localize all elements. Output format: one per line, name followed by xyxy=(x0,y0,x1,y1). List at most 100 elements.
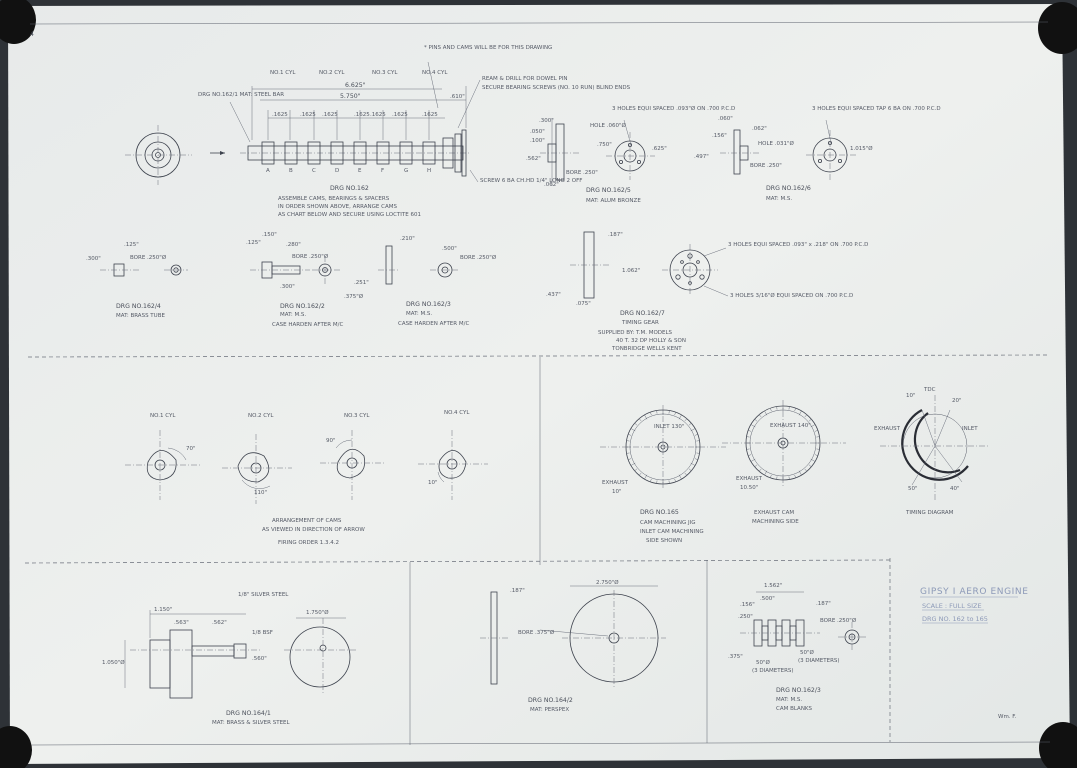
dim: .375" xyxy=(728,654,743,660)
dial-tick xyxy=(630,462,636,466)
dial-tick xyxy=(746,448,750,450)
dim: .100" xyxy=(530,138,545,144)
drg1626-plate xyxy=(720,119,856,180)
dim: .280" xyxy=(286,242,301,248)
dial-tick xyxy=(750,424,756,428)
timing-label: EXHAUST xyxy=(874,426,901,432)
timing-label: 20" xyxy=(952,398,962,404)
drg1642-mat: MAT: PERSPEX xyxy=(530,707,569,713)
drg1641-part xyxy=(124,610,356,699)
dim-spacing: .1625 xyxy=(272,112,288,118)
dial-tick xyxy=(644,474,648,480)
cam-angle: 70" xyxy=(186,446,196,452)
dim-spacing: .1625 xyxy=(422,112,438,118)
drg162-title: DRG NO.162 xyxy=(330,185,369,192)
dim: .125" xyxy=(246,240,261,246)
corner-clip xyxy=(1039,722,1077,768)
dim: .062" xyxy=(752,126,767,132)
dial-tick xyxy=(650,478,652,482)
cam-letter: H xyxy=(427,168,431,174)
timing-label: 40" xyxy=(950,486,960,492)
drg1627-holes1: 3 HOLES EQUI SPACED .093" x .218" ON .70… xyxy=(728,242,868,248)
dial-tick xyxy=(788,476,790,480)
drg162-note: ASSEMBLE CAMS, BEARINGS & SPACERS xyxy=(278,196,390,202)
dial-tick xyxy=(759,468,762,472)
dial-tick xyxy=(808,464,812,467)
drg1623-title: DRG NO.162/3 xyxy=(406,301,451,308)
dim: .156" xyxy=(740,602,755,608)
dial-tick xyxy=(770,474,772,478)
paper xyxy=(8,4,1070,764)
dim: (3 DIAMETERS) xyxy=(798,658,840,664)
note-secure: SECURE BEARING SCREWS (NO. 10 RUN) BLIND… xyxy=(482,85,631,91)
drg165-note: SIDE SHOWN xyxy=(646,538,682,544)
dial-tick xyxy=(776,476,778,480)
drg1623b-note: CAM BLANKS xyxy=(776,706,813,712)
dim: 2.750"Ø xyxy=(596,579,619,586)
corner-clip xyxy=(0,0,36,44)
dial-tick xyxy=(748,430,752,432)
dim: 1.062" xyxy=(622,268,640,274)
dial-tick xyxy=(644,414,648,420)
dial-tick xyxy=(750,458,756,462)
drg162-note: IN ORDER SHOWN ABOVE, ARRANGE CAMS xyxy=(278,204,397,210)
arrangement-note: AS VIEWED IN DIRECTION OF ARROW xyxy=(262,527,365,533)
drg1623b-blanks xyxy=(740,591,866,652)
dim: .560" xyxy=(252,656,267,662)
dim: BORE .250"Ø xyxy=(460,254,497,261)
drg1641-title: DRG NO.164/1 xyxy=(226,710,271,717)
dial-tick xyxy=(694,434,698,436)
dial-tick xyxy=(794,474,796,478)
dim-spacing: .1625 xyxy=(300,112,316,118)
cam-label: NO.3 CYL xyxy=(372,70,398,76)
cam-jig-dials xyxy=(600,400,846,490)
dial-tick xyxy=(630,428,636,432)
shaft-end-view xyxy=(125,125,225,185)
dim: .251" xyxy=(354,280,369,286)
cam-cyl: NO.2 CYL xyxy=(248,413,274,419)
corner-clip xyxy=(0,726,32,768)
drg1627-gear xyxy=(570,231,729,299)
drg1626-mat: MAT: M.S. xyxy=(766,196,792,202)
dial-tick xyxy=(694,458,698,460)
cam-angle: 110" xyxy=(254,490,267,496)
drg1624-mat: MAT: BRASS TUBE xyxy=(116,313,165,319)
drg1641-mat: MAT: BRASS & SILVER STEEL xyxy=(212,720,291,726)
section-divider xyxy=(27,354,1049,358)
drg1625-holes: 3 HOLES EQUI SPACED .093"Ø ON .700 P.C.D xyxy=(612,105,735,112)
dial-tick xyxy=(746,436,750,438)
dial-tick xyxy=(764,470,768,476)
note-ream: REAM & DRILL FOR DOWEL PIN xyxy=(482,76,568,82)
cam-letter: E xyxy=(358,168,362,174)
cam-label: NO.1 CYL xyxy=(270,70,296,76)
dim: .210" xyxy=(400,236,415,242)
cam-arrangement xyxy=(125,430,488,504)
drawing-scale: SCALE : FULL SIZE xyxy=(922,602,982,610)
dial-tick xyxy=(798,410,802,416)
dial-tick xyxy=(656,480,658,484)
drg162-note: AS CHART BELOW AND SECURE USING LOCTITE … xyxy=(278,212,421,218)
drg1623-note: CASE HARDEN AFTER M/C xyxy=(398,321,469,327)
arrangement-note: ARRANGEMENT OF CAMS xyxy=(272,518,342,524)
drg1623-mat: MAT: M.S. xyxy=(406,311,432,317)
dial-tick xyxy=(804,414,807,418)
dim: .187" xyxy=(816,601,831,607)
drg1627-sub: TIMING GEAR xyxy=(621,320,659,326)
dial-tick xyxy=(814,454,818,456)
drg165-note: CAM MACHINING JIG xyxy=(640,520,695,526)
drg1625-hole: HOLE .060"Ø xyxy=(590,122,627,129)
cam-angle: 10" xyxy=(428,480,438,486)
timing-diagram xyxy=(880,395,990,500)
dial-tick xyxy=(626,440,630,442)
drg1626-holes: 3 HOLES EQUI SPACED TAP 6 BA ON .700 P.C… xyxy=(812,106,941,112)
dim: .497" xyxy=(694,154,709,160)
dim: 1.050"Ø xyxy=(102,659,125,666)
dial-tick xyxy=(696,440,700,442)
dim: .187" xyxy=(510,588,525,594)
dial-tick xyxy=(759,414,762,418)
dial-tick xyxy=(816,448,820,450)
dim: 1.750"Ø xyxy=(306,609,329,616)
dim-spacing: .1625 xyxy=(322,112,338,118)
